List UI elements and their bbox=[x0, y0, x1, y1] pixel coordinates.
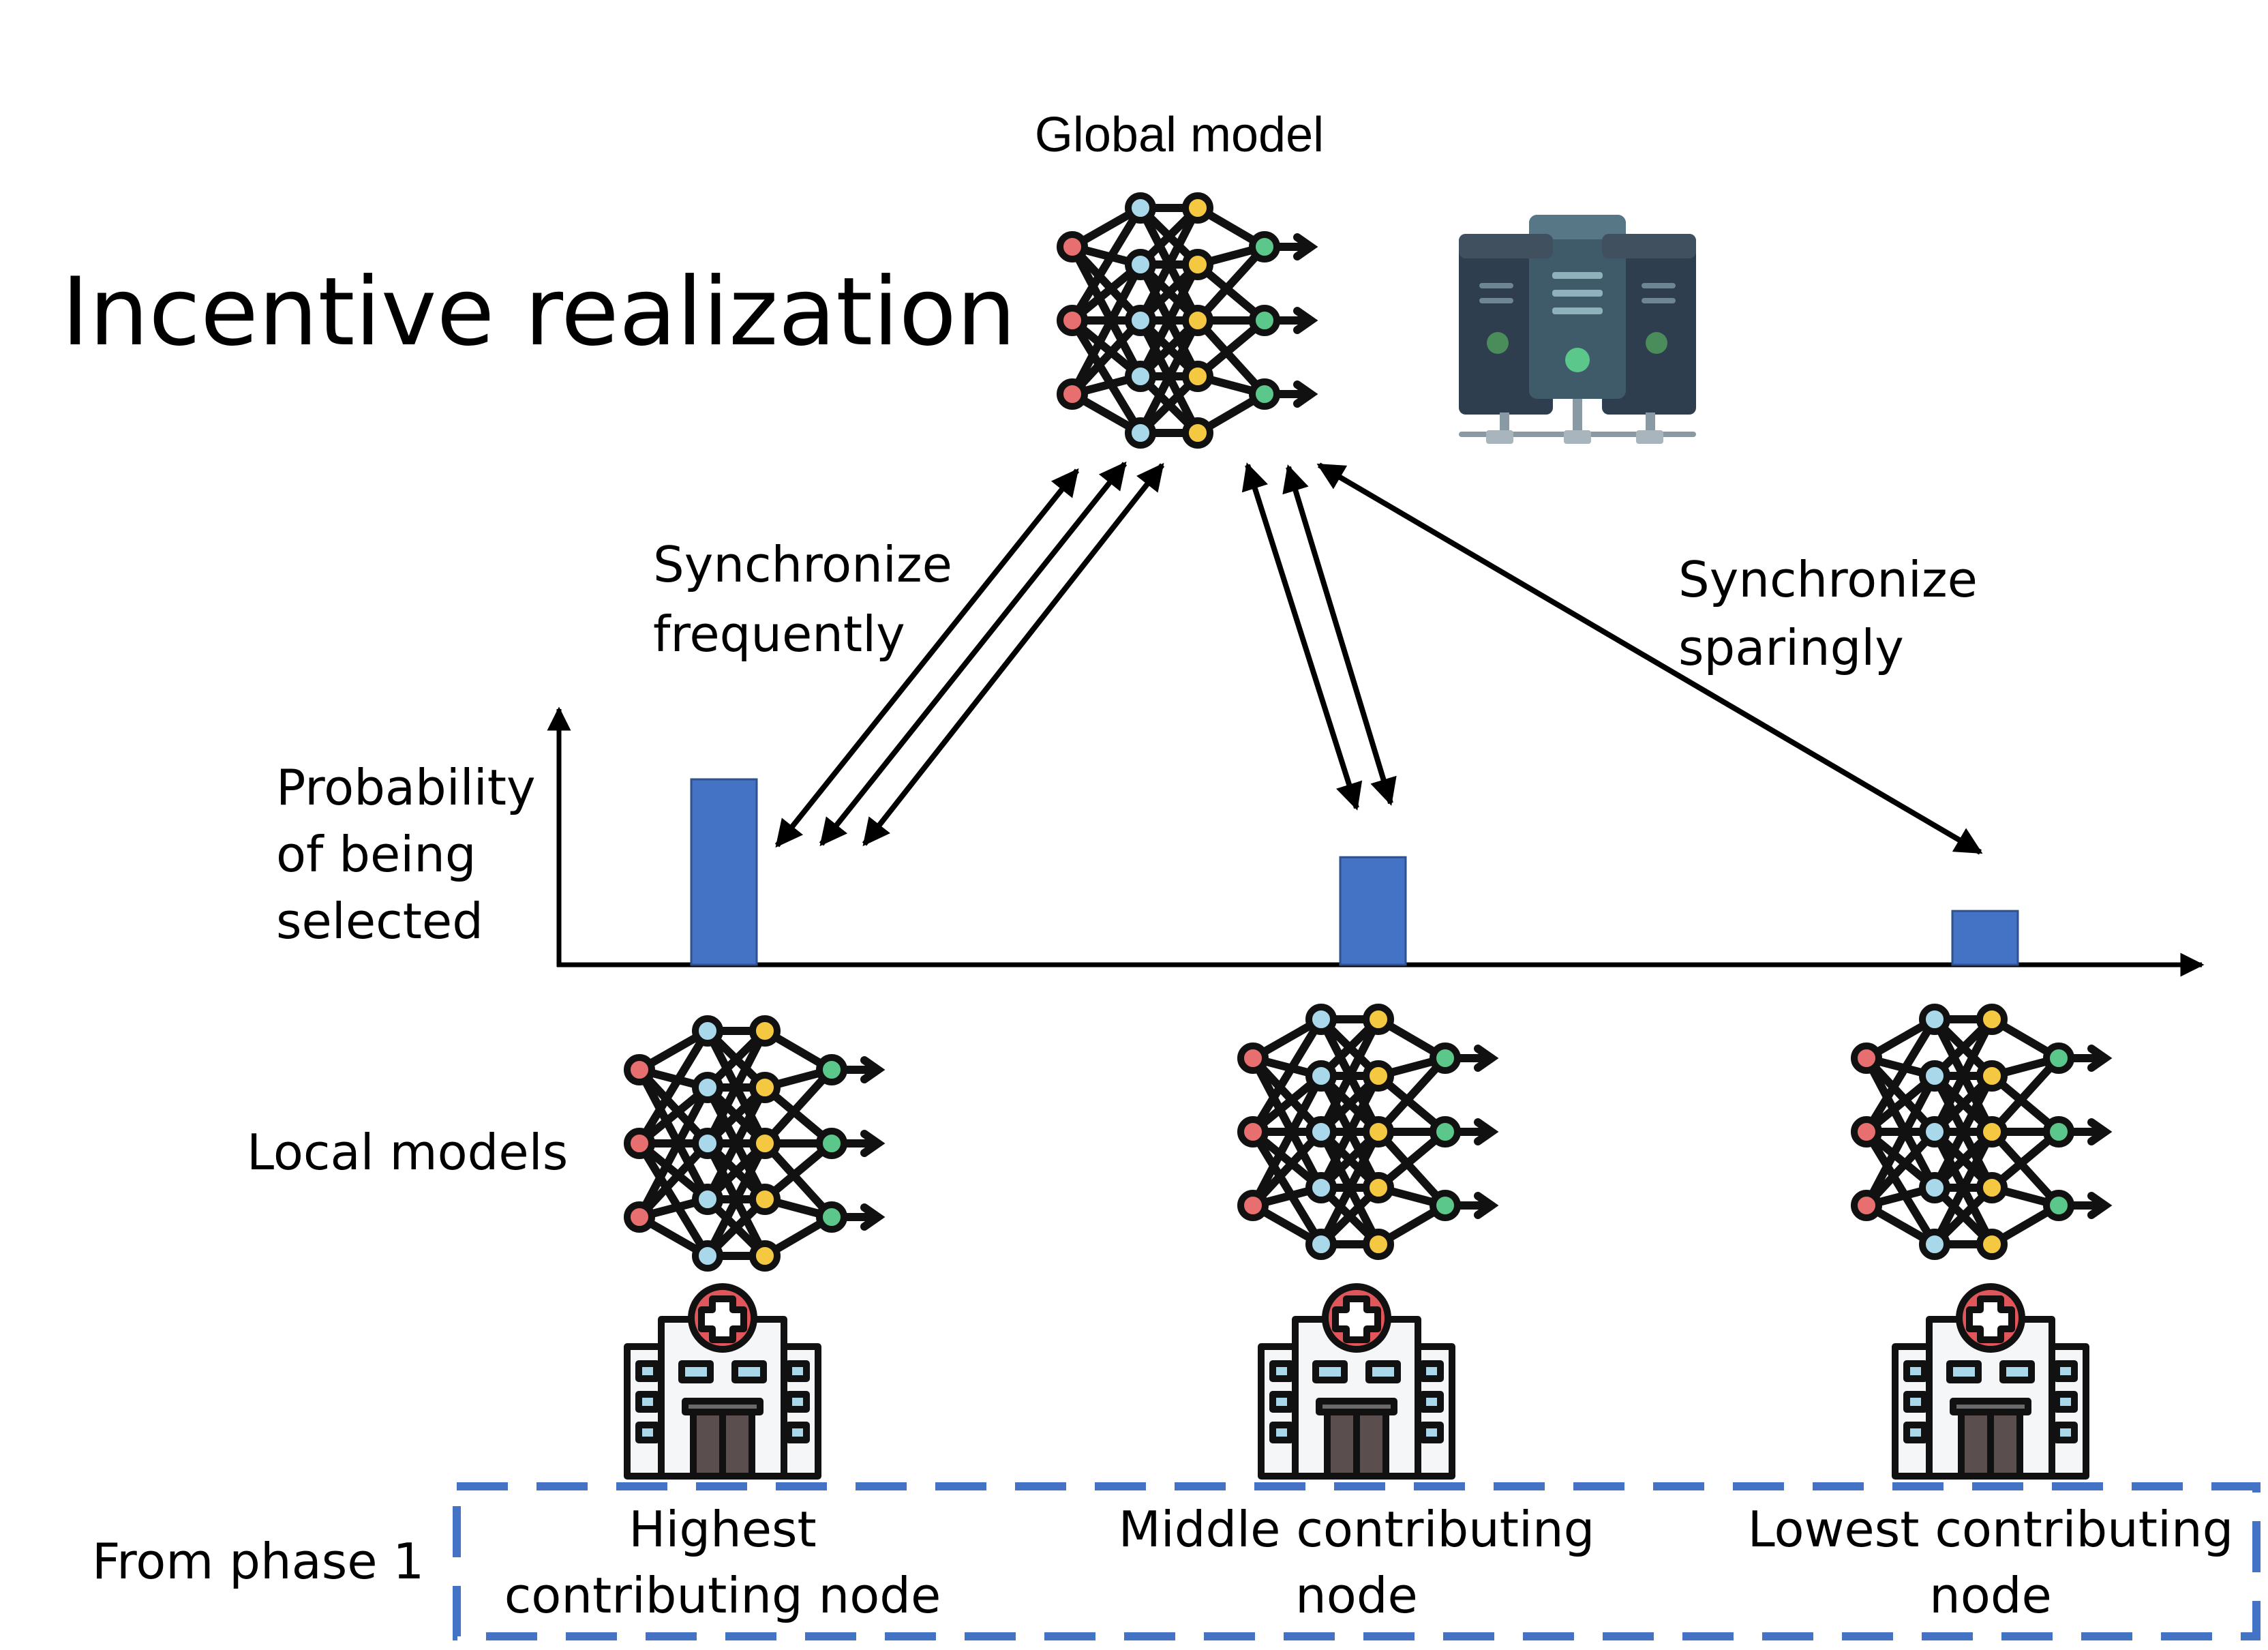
sync-sparingly-line1: Synchronize bbox=[1678, 551, 1978, 608]
node-label-2-line1: Middle contributing bbox=[1119, 1501, 1595, 1558]
node-label-2-line2: node bbox=[1295, 1567, 1418, 1624]
local-neural-network-icon-1 bbox=[627, 1019, 878, 1268]
node-label-1-line1: Highest bbox=[629, 1501, 817, 1558]
sync-frequently-line1: Synchronize bbox=[653, 536, 952, 593]
node-label-1-line2: contributing node bbox=[504, 1567, 941, 1624]
global-neural-network-icon bbox=[1060, 196, 1311, 445]
y-axis-label-line2: of being bbox=[276, 826, 477, 883]
hospital-icon-3 bbox=[1895, 1287, 2086, 1476]
sync-frequently-line2: frequently bbox=[653, 605, 905, 663]
hospital-icon-2 bbox=[1261, 1287, 1452, 1476]
y-axis-label-line1: Probability bbox=[276, 759, 536, 816]
page-title: Incentive realization bbox=[61, 257, 1016, 367]
node-label-3-line1: Lowest contributing bbox=[1748, 1501, 2234, 1558]
bar-1 bbox=[690, 778, 758, 966]
bar-series bbox=[690, 778, 2019, 966]
bar-3 bbox=[1951, 910, 2019, 966]
local-neural-network-icon-3 bbox=[1854, 1007, 2105, 1257]
phase1-dashed-box bbox=[453, 1482, 2261, 1640]
global-model-label: Global model bbox=[1035, 108, 1324, 162]
server-icon bbox=[1459, 215, 1696, 444]
y-axis-label-line3: selected bbox=[276, 892, 483, 950]
phase-label: From phase 1 bbox=[92, 1533, 424, 1590]
local-models-label: Local models bbox=[247, 1124, 568, 1181]
bar-2 bbox=[1339, 856, 1407, 966]
arrow-low-1 bbox=[1316, 462, 1983, 855]
sync-sparingly-line2: sparingly bbox=[1678, 619, 1904, 676]
node-label-3-line2: node bbox=[1929, 1567, 2052, 1624]
arrow-high-3 bbox=[862, 462, 1165, 847]
local-neural-network-icon-2 bbox=[1241, 1007, 1492, 1257]
sync-arrows bbox=[774, 461, 1983, 855]
hospital-icon-1 bbox=[627, 1287, 818, 1476]
